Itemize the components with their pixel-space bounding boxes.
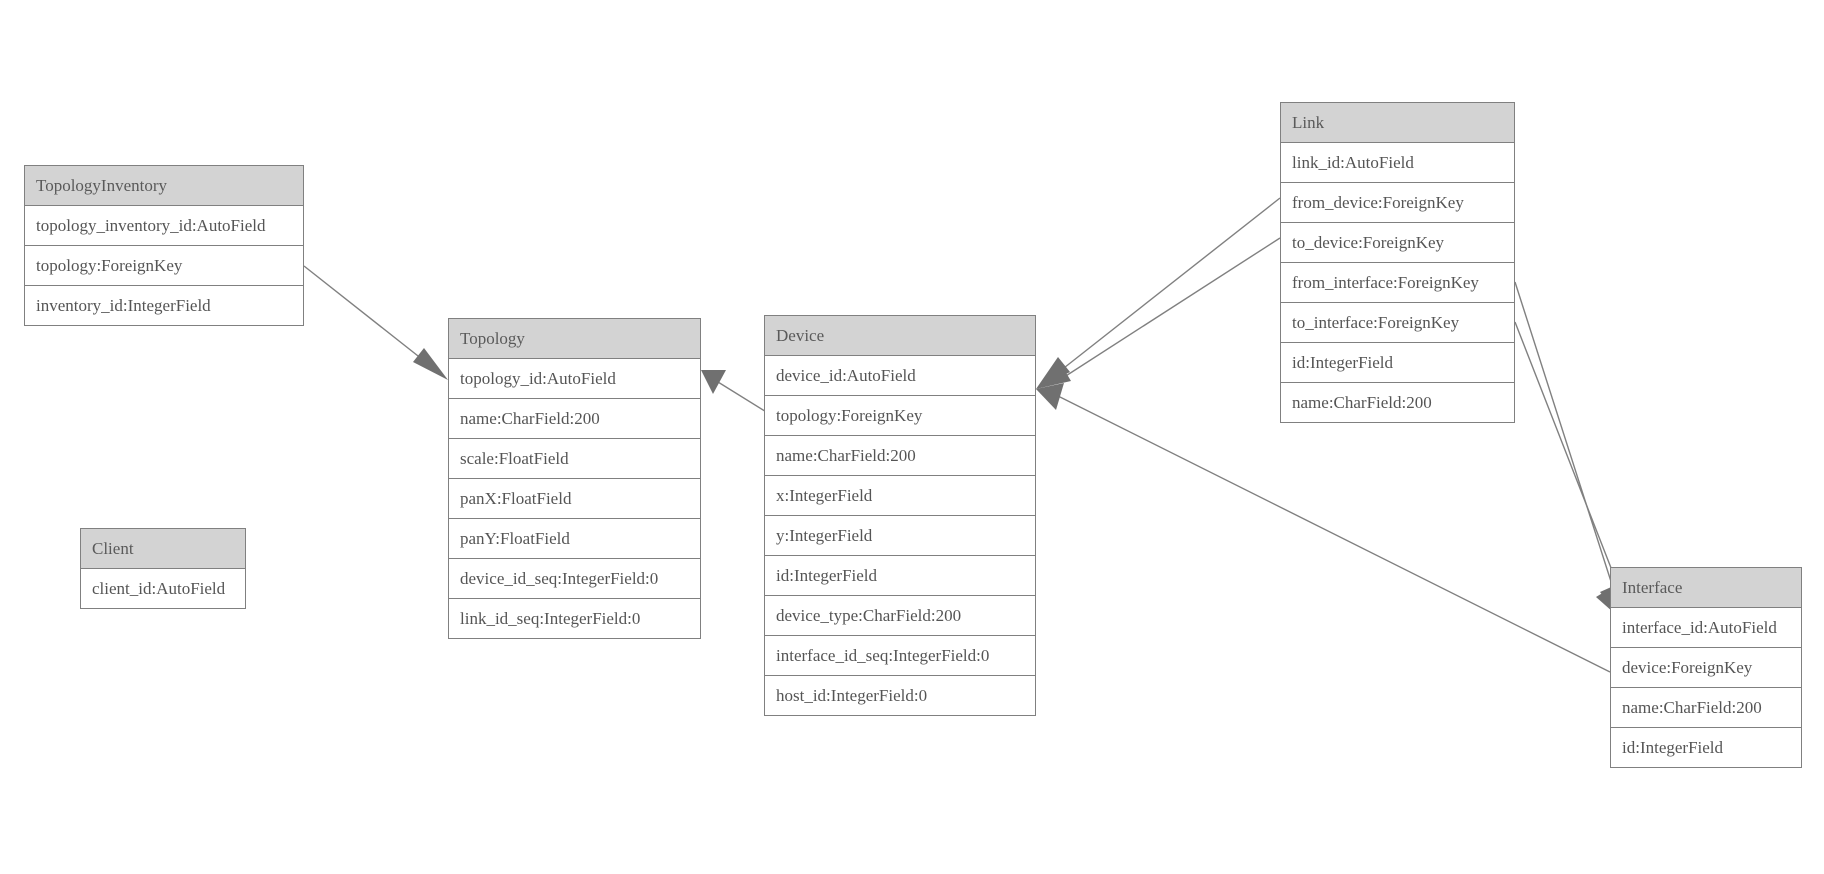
field-link-from-device: from_device:ForeignKey [1281,183,1514,223]
entity-link[interactable]: Link link_id:AutoField from_device:Forei… [1280,102,1515,423]
field-client-id: client_id:AutoField [81,569,245,608]
field-link-to-device: to_device:ForeignKey [1281,223,1514,263]
field-device-host-id: host_id:IntegerField:0 [765,676,1035,715]
field-link-from-interface: from_interface:ForeignKey [1281,263,1514,303]
edge-interface-to-device [1036,383,1611,673]
field-topology-device-id-seq: device_id_seq:IntegerField:0 [449,559,700,599]
field-device-type: device_type:CharField:200 [765,596,1035,636]
field-topology-pany: panY:FloatField [449,519,700,559]
entity-title-link: Link [1281,103,1514,143]
edge-link-to-device-to-device [1036,237,1281,389]
field-interface-name: name:CharField:200 [1611,688,1801,728]
field-link-name: name:CharField:200 [1281,383,1514,422]
entity-title-interface: Interface [1611,568,1801,608]
field-topology-link-id-seq: link_id_seq:IntegerField:0 [449,599,700,638]
field-inventory-id: inventory_id:IntegerField [25,286,303,325]
field-device-y: y:IntegerField [765,516,1035,556]
field-device-x: x:IntegerField [765,476,1035,516]
edge-device-to-topology [701,370,769,414]
field-device-id-integer: id:IntegerField [765,556,1035,596]
edge-topologyinventory-to-topology [303,265,448,380]
entity-device[interactable]: Device device_id:AutoField topology:Fore… [764,315,1036,716]
field-device-name: name:CharField:200 [765,436,1035,476]
field-topology-inventory-id: topology_inventory_id:AutoField [25,206,303,246]
field-topology-panx: panX:FloatField [449,479,700,519]
field-topology-scale: scale:FloatField [449,439,700,479]
entity-interface[interactable]: Interface interface_id:AutoField device:… [1610,567,1802,768]
field-interface-id: interface_id:AutoField [1611,608,1801,648]
field-device-id: device_id:AutoField [765,356,1035,396]
field-topology-name: name:CharField:200 [449,399,700,439]
entity-topologyinventory[interactable]: TopologyInventory topology_inventory_id:… [24,165,304,326]
field-device-interface-id-seq: interface_id_seq:IntegerField:0 [765,636,1035,676]
field-link-id: link_id:AutoField [1281,143,1514,183]
field-link-to-interface: to_interface:ForeignKey [1281,303,1514,343]
field-link-id-integer: id:IntegerField [1281,343,1514,383]
field-topology-foreignkey: topology:ForeignKey [25,246,303,286]
field-interface-device: device:ForeignKey [1611,648,1801,688]
edge-link-from-interface-to-interface [1514,281,1622,620]
entity-title-device: Device [765,316,1035,356]
field-device-topology: topology:ForeignKey [765,396,1035,436]
edge-link-to-interface-to-interface [1514,321,1623,620]
entity-title-client: Client [81,529,245,569]
entity-title-topologyinventory: TopologyInventory [25,166,303,206]
entity-title-topology: Topology [449,319,700,359]
edge-link-from-device-to-device [1036,197,1281,389]
field-topology-id: topology_id:AutoField [449,359,700,399]
entity-topology[interactable]: Topology topology_id:AutoField name:Char… [448,318,701,639]
field-interface-id-integer: id:IntegerField [1611,728,1801,767]
entity-client[interactable]: Client client_id:AutoField [80,528,246,609]
